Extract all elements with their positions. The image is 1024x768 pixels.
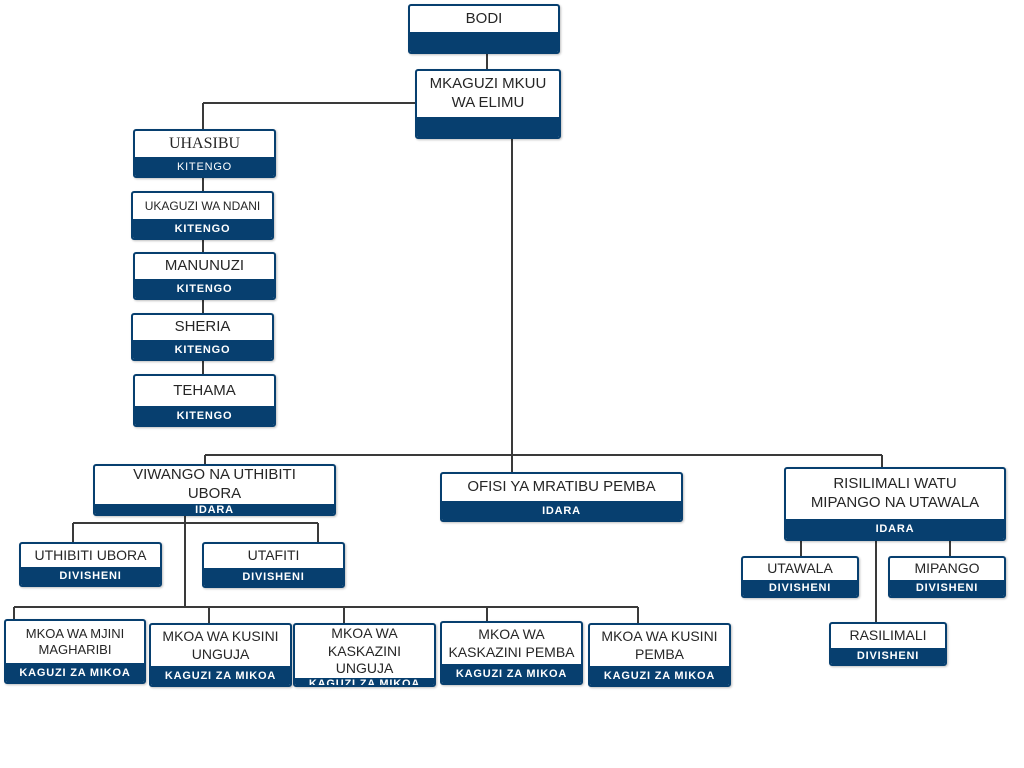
utafiti-title: UTAFITI	[247, 547, 300, 564]
uhasibu-box: UHASIBU KITENGO	[133, 129, 276, 178]
ukaguzi-ndani-title: UKAGUZI WA NDANI	[144, 198, 261, 213]
mkaguzi-band	[417, 117, 559, 137]
rasilimali-box: RASILIMALI DIVISHENI	[829, 622, 947, 666]
sheria-band: KITENGO	[133, 340, 272, 359]
bodi-box: BODI	[408, 4, 560, 54]
mkaguzi-box: MKAGUZI MKUU WA ELIMU	[415, 69, 561, 139]
ofisi-pemba-title: OFISI YA MRATIBU PEMBA	[467, 478, 656, 496]
utawala-band: DIVISHENI	[743, 580, 857, 596]
kaskazini-unguja-band: KAGUZI ZA MIKOA	[295, 677, 434, 685]
mjini-box: MKOA WA MJINI MAGHARIBI KAGUZI ZA MIKOA	[4, 619, 146, 684]
mjini-title: MKOA WA MJINI MAGHARIBI	[25, 625, 125, 657]
uthibiti-box: UTHIBITI UBORA DIVISHENI	[19, 542, 162, 587]
kusini-pemba-box: MKOA WA KUSINI PEMBA KAGUZI ZA MIKOA	[588, 623, 731, 687]
kusini-pemba-band: KAGUZI ZA MIKOA	[590, 666, 729, 685]
uhasibu-title: UHASIBU	[168, 135, 241, 152]
uhasibu-band: KITENGO	[135, 157, 274, 176]
kusini-unguja-box: MKOA WA KUSINI UNGUJA KAGUZI ZA MIKOA	[149, 623, 292, 687]
kaskazini-pemba-title: MKOA WA KASKAZINI PEMBA	[448, 626, 575, 660]
manunuzi-band: KITENGO	[135, 279, 274, 298]
utawala-title: UTAWALA	[767, 560, 833, 577]
kusini-unguja-band: KAGUZI ZA MIKOA	[151, 666, 290, 685]
kaskazini-unguja-title: MKOA WA KASKAZINI UNGUJA	[327, 625, 402, 676]
rasilimali-watu-band: IDARA	[786, 519, 1004, 539]
tehama-box: TEHAMA KITENGO	[133, 374, 276, 427]
mipango-band: DIVISHENI	[890, 580, 1004, 596]
mkaguzi-title: MKAGUZI MKUU WA ELIMU	[429, 75, 547, 111]
bodi-band	[410, 32, 558, 52]
tehama-title: TEHAMA	[173, 381, 236, 399]
sheria-box: SHERIA KITENGO	[131, 313, 274, 361]
rasilimali-title: RASILIMALI	[849, 627, 927, 644]
ofisi-pemba-band: IDARA	[442, 501, 681, 520]
ukaguzi-ndani-box: UKAGUZI WA NDANI KITENGO	[131, 191, 274, 240]
manunuzi-box: MANUNUZI KITENGO	[133, 252, 276, 300]
utawala-box: UTAWALA DIVISHENI	[741, 556, 859, 598]
utafiti-band: DIVISHENI	[204, 568, 343, 586]
kusini-pemba-title: MKOA WA KUSINI PEMBA	[601, 628, 718, 662]
uthibiti-title: UTHIBITI UBORA	[34, 546, 147, 563]
ukaguzi-ndani-band: KITENGO	[133, 219, 272, 238]
rasilimali-watu-box: RISILIMALI WATU MIPANGO NA UTAWALA IDARA	[784, 467, 1006, 541]
tehama-band: KITENGO	[135, 406, 274, 425]
uthibiti-band: DIVISHENI	[21, 567, 160, 585]
mipango-box: MIPANGO DIVISHENI	[888, 556, 1006, 598]
utafiti-box: UTAFITI DIVISHENI	[202, 542, 345, 588]
kaskazini-pemba-box: MKOA WA KASKAZINI PEMBA KAGUZI ZA MIKOA	[440, 621, 583, 685]
manunuzi-title: MANUNUZI	[164, 257, 245, 275]
mipango-title: MIPANGO	[914, 560, 980, 577]
viwango-band: IDARA	[95, 503, 334, 514]
viwango-box: VIWANGO NA UTHIBITI UBORA IDARA	[93, 464, 336, 516]
mjini-band: KAGUZI ZA MIKOA	[6, 663, 144, 682]
rasilimali-watu-title: RISILIMALI WATU MIPANGO NA UTAWALA	[810, 475, 980, 511]
kaskazini-pemba-band: KAGUZI ZA MIKOA	[442, 664, 581, 683]
ofisi-pemba-box: OFISI YA MRATIBU PEMBA IDARA	[440, 472, 683, 522]
rasilimali-band: DIVISHENI	[831, 648, 945, 664]
bodi-title: BODI	[465, 9, 503, 27]
kaskazini-unguja-box: MKOA WA KASKAZINI UNGUJA KAGUZI ZA MIKOA	[293, 623, 436, 687]
sheria-title: SHERIA	[174, 318, 231, 336]
kusini-unguja-title: MKOA WA KUSINI UNGUJA	[162, 628, 279, 662]
viwango-title: VIWANGO NA UTHIBITI UBORA	[133, 466, 296, 502]
